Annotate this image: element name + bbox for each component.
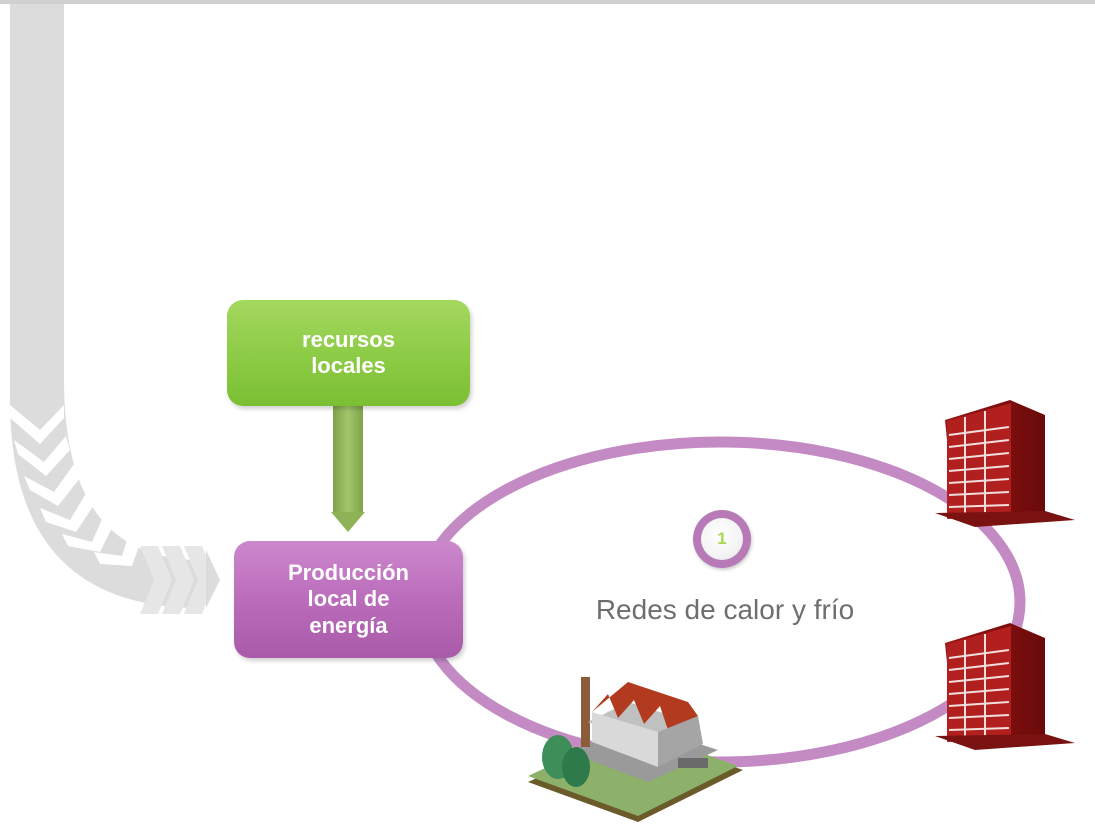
down-arrow-icon [331,404,365,532]
badge-number: 1 [701,518,743,560]
chevron-arrow-icon [10,4,220,614]
local-resources-label: recursos locales [302,326,395,378]
local-resources-box: recursos locales [227,300,470,406]
local-energy-production-box: Producción local de energía [234,541,463,658]
network-number-badge: 1 [693,510,751,568]
top-border-line [0,0,1095,4]
network-label: Redes de calor y frío [595,594,855,625]
building-icon [935,623,1075,750]
factory-icon [528,677,743,822]
building-icon [935,400,1075,527]
local-energy-production-label: Producción local de energía [287,559,409,638]
